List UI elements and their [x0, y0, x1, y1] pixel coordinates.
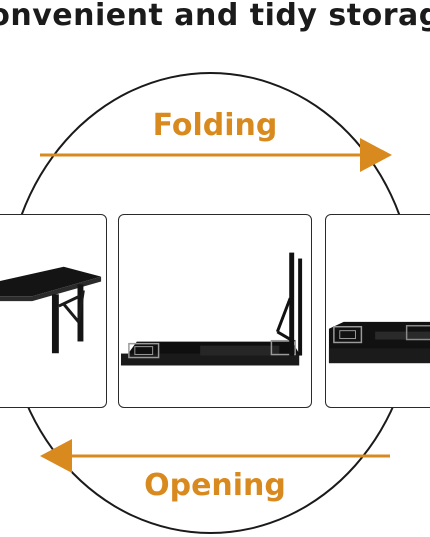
- folded-table-icon: [328, 321, 430, 364]
- right-arrow-icon: [40, 138, 392, 172]
- headline: onvenient and tidy storag: [0, 0, 430, 33]
- folding-table-icon: [120, 252, 303, 366]
- open-table-icon: [0, 266, 102, 354]
- left-arrow-icon: [40, 439, 390, 473]
- panel-folded-table: [325, 214, 430, 408]
- panel-open-table: [0, 214, 107, 408]
- opening-label: Opening: [144, 468, 286, 503]
- folding-label: Folding: [152, 108, 278, 143]
- panel-folding-table: [118, 214, 312, 408]
